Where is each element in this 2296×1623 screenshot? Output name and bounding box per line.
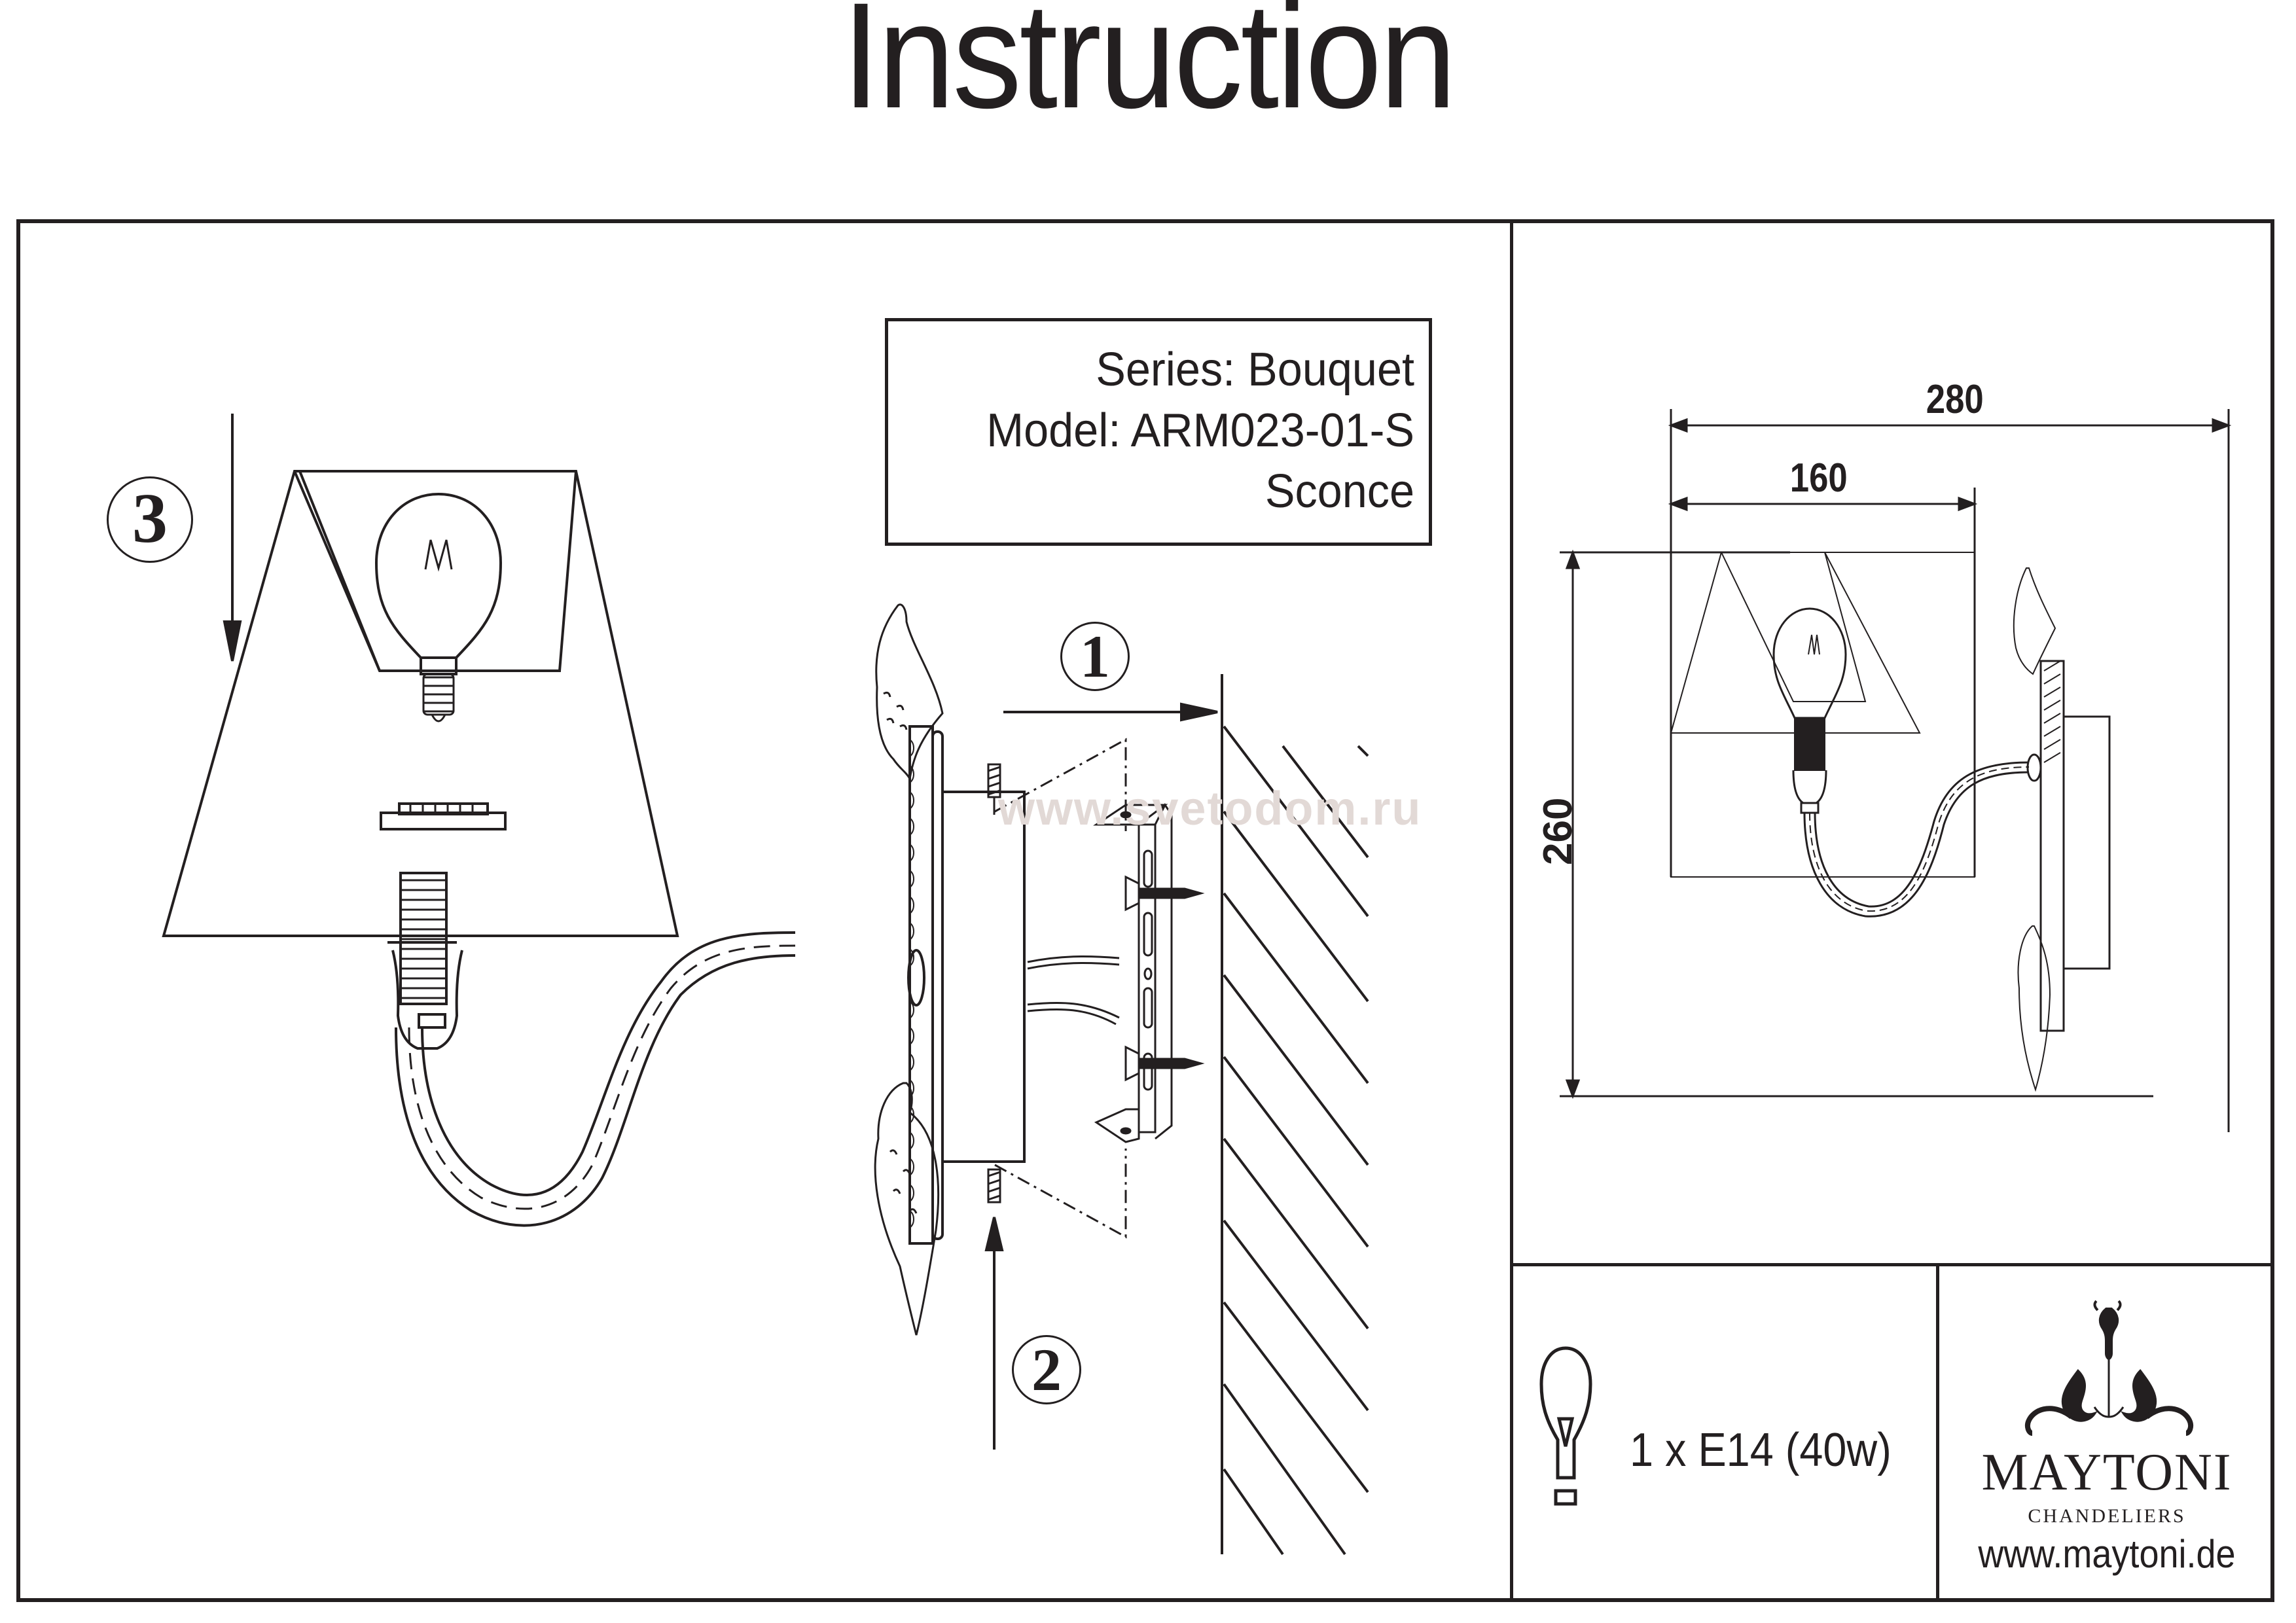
supply-wires xyxy=(1027,955,1120,1026)
watermark: www.svetodom.ru xyxy=(998,783,1422,835)
bulb-icon xyxy=(374,492,507,830)
brand-name: MAYTONI xyxy=(1981,1444,2233,1501)
light-bulb-icon xyxy=(1539,1346,1592,1506)
bulb-spec-label: 1 x E14 (40w) xyxy=(1630,1424,1892,1476)
brand-subtitle: CHANDELIERS xyxy=(2028,1505,2186,1527)
wall-plate xyxy=(908,725,1026,1245)
brand-website-link[interactable]: www.maytoni.de xyxy=(1978,1532,2236,1576)
dimension-160-label: 160 xyxy=(1789,455,1848,501)
step-2-arrow xyxy=(984,1217,1004,1450)
lampshade-icon xyxy=(162,470,679,937)
product-info-box: Series: Bouquet Model: ARM023-01-S Sconc… xyxy=(885,318,1432,546)
lamp-arm xyxy=(395,931,925,1227)
wall-plate-elevation xyxy=(2039,660,2111,1032)
step-1-marker: 1 xyxy=(1060,622,1130,691)
wall-screw-top xyxy=(1124,875,1205,912)
step-2-marker: 2 xyxy=(1012,1335,1081,1404)
bird-elevation-top xyxy=(2013,567,2056,675)
socket-icon xyxy=(387,872,463,1050)
info-cell-divider xyxy=(1936,1263,1939,1602)
wall-screw-bottom xyxy=(1124,1045,1205,1082)
model-label: Model: ARM023-01-S xyxy=(986,404,1414,457)
bird-ornament-bottom xyxy=(874,1082,940,1336)
chandelier-logo-icon xyxy=(2024,1300,2194,1436)
bird-ornament-top xyxy=(875,603,944,782)
arm-elevation xyxy=(1803,753,2042,918)
dimension-280-label: 280 xyxy=(1926,377,1984,422)
step-3-arrow xyxy=(223,414,242,662)
type-label: Sconce xyxy=(1265,465,1414,518)
step-3-marker: 3 xyxy=(107,476,193,563)
canopy-screw-bottom xyxy=(987,1168,1001,1204)
bulb-elevation-icon xyxy=(1772,607,1847,814)
bird-elevation-bottom xyxy=(2017,925,2051,1092)
mounting-bracket xyxy=(1093,803,1173,1143)
page-title: Instruction xyxy=(842,0,1456,139)
panel-divider-vertical xyxy=(1510,219,1513,1602)
wall-section xyxy=(1221,674,1369,1556)
canopy-screw-top xyxy=(987,763,1001,815)
projection-lines xyxy=(994,738,1127,1239)
series-label: Series: Bouquet xyxy=(1096,344,1414,396)
drawing-frame xyxy=(16,219,2274,1602)
panel-divider-horizontal xyxy=(1510,1263,2274,1266)
step-1-arrow xyxy=(1003,702,1218,722)
